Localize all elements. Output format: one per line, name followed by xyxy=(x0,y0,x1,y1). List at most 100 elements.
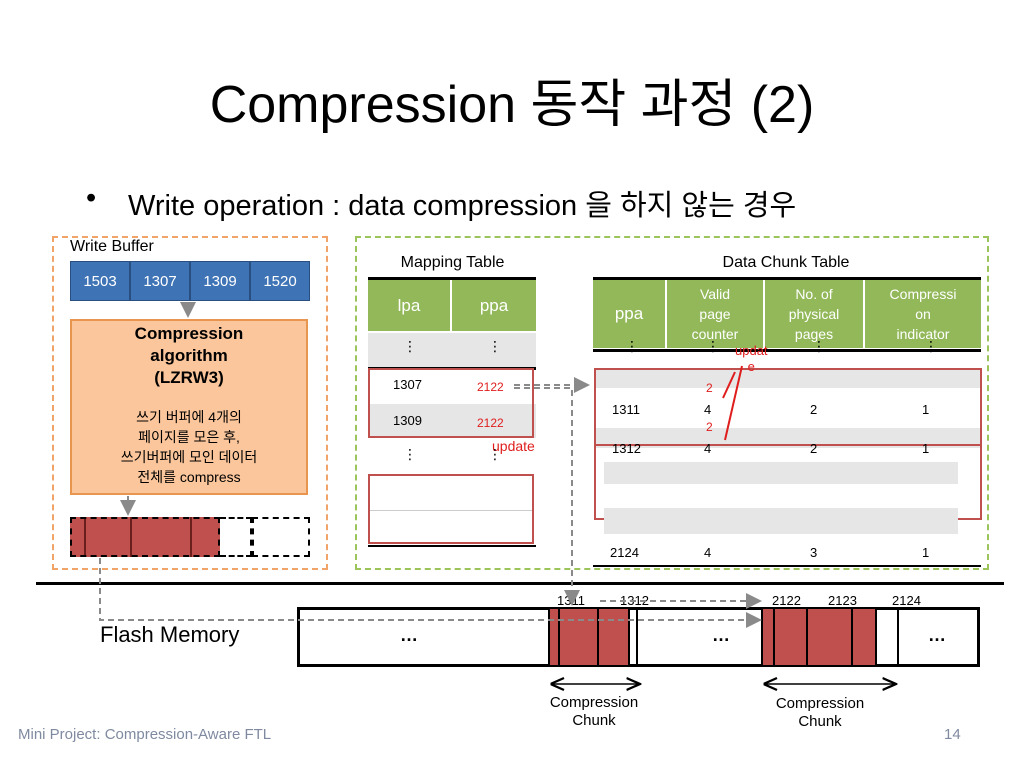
mapping-table-title: Mapping Table xyxy=(400,254,505,271)
flash-divider xyxy=(773,609,775,665)
chunk-header-comp: Compressi on indicator xyxy=(865,280,981,348)
chunk-valid-cell: 4 xyxy=(704,545,712,560)
flash-divider xyxy=(761,607,763,667)
compression-algorithm-box: Compression algorithm (LZRW3) 쓰기 버퍼에 4개의… xyxy=(70,319,308,495)
flash-divider xyxy=(548,607,550,667)
write-buffer-cell: 1503 xyxy=(70,261,130,301)
empty-block xyxy=(220,517,252,557)
flash-memory-bar xyxy=(297,607,980,667)
ellipsis-icon: ⋮ xyxy=(488,446,502,462)
chunk-update-label: updat e xyxy=(735,343,768,375)
flash-address-label: 2123 xyxy=(828,593,857,608)
header-line: counter xyxy=(691,326,739,342)
chunk-comp-cell: 1 xyxy=(922,441,930,456)
bullet-dot-icon: • xyxy=(86,182,97,214)
flash-memory-label: Flash Memory xyxy=(100,622,240,647)
chunk-header-valid: Valid page counter xyxy=(667,280,763,348)
update-line: updat xyxy=(735,343,768,358)
algo-title-line: Compression xyxy=(134,324,244,343)
chunk-label-line: Chunk xyxy=(798,713,842,730)
block-divider xyxy=(190,517,192,557)
mapping-lpa-cell: 1309 xyxy=(393,413,422,428)
chunk-phys-cell: 2 xyxy=(810,402,818,417)
compression-chunk-label: Compression Chunk xyxy=(534,694,654,730)
chunk-label-line: Compression xyxy=(549,694,639,711)
chunk-table-top-rule xyxy=(593,277,981,280)
flash-address-label: 2122 xyxy=(772,593,801,608)
block-divider xyxy=(84,517,86,557)
chunk-phys-cell: 3 xyxy=(810,545,818,560)
empty-block xyxy=(252,517,310,557)
mapping-table-top-rule xyxy=(368,277,536,280)
write-buffer-label: Write Buffer xyxy=(70,238,154,255)
chunk-label-line: Compression xyxy=(775,695,865,712)
mapping-row-ellipsis xyxy=(368,333,536,367)
mapping-ppa-cell: 2122 xyxy=(477,416,504,430)
ellipsis-icon: … xyxy=(400,625,418,645)
header-line: page xyxy=(699,306,731,322)
header-line: indicator xyxy=(896,326,950,342)
arrow-compressed-to-flash xyxy=(99,558,762,628)
chunk-updated-value: 2 xyxy=(706,381,713,395)
algo-desc-line: 쓰기 버퍼에 4개의 xyxy=(136,409,242,425)
algo-desc-line: 페이지를 모은 후, xyxy=(138,429,240,445)
algo-desc-line: 전체를 compress xyxy=(137,469,241,485)
mapping-update-label: update xyxy=(492,438,535,454)
write-buffer-cell: 1309 xyxy=(190,261,250,301)
flash-divider xyxy=(897,607,899,667)
update-mark xyxy=(722,371,736,399)
mapping-lpa-cell: 1307 xyxy=(393,377,422,392)
flash-divider xyxy=(628,607,630,667)
write-buffer-cell: 1520 xyxy=(250,261,310,301)
ellipsis-icon: ⋮ xyxy=(488,338,502,354)
chunk-comp-cell: 1 xyxy=(922,402,930,417)
chunk-ppa-cell: 2124 xyxy=(610,545,639,560)
mapping-row-line xyxy=(370,510,532,511)
update-line: e xyxy=(747,359,755,374)
chunk-header-phys: No. of physical pages xyxy=(765,280,863,348)
flash-address-label: 2124 xyxy=(892,593,921,608)
algo-desc-line: 쓰기버퍼에 모인 데이터 xyxy=(120,449,258,465)
ellipsis-icon: … xyxy=(928,625,946,645)
chunk-row-stripe xyxy=(596,428,980,448)
compressed-block-outline xyxy=(70,517,220,557)
ellipsis-icon: ⋮ xyxy=(625,338,639,354)
chunk-valid-cell: 4 xyxy=(704,402,712,417)
chunk-ppa-cell: 1311 xyxy=(612,402,640,417)
chunk-ppa-cell: 1312 xyxy=(612,441,641,456)
chunk-header-rule xyxy=(593,349,981,352)
compressed-data-block xyxy=(70,517,220,557)
chunk-label-line: Chunk xyxy=(572,712,616,729)
header-line: Valid xyxy=(699,286,731,302)
chunk-row-stripe xyxy=(604,462,958,484)
flash-chunk-2122 xyxy=(763,609,875,665)
ellipsis-icon: ⋮ xyxy=(403,338,417,354)
ellipsis-icon: ⋮ xyxy=(924,338,938,354)
mapping-header-lpa: lpa xyxy=(368,280,450,331)
chunk-updated-value: 2 xyxy=(706,420,713,434)
chunk-phys-cell: 2 xyxy=(810,441,818,456)
flash-divider xyxy=(875,607,877,667)
chunk-row-stripe xyxy=(604,508,958,534)
flash-divider xyxy=(597,609,599,665)
block-divider xyxy=(130,517,132,557)
arrow-chunk-to-flash xyxy=(514,387,580,606)
write-buffer-region xyxy=(52,236,328,570)
mapping-empty-rows xyxy=(368,474,534,544)
flash-divider xyxy=(636,607,638,667)
mapping-ppa-cell: 2122 xyxy=(477,380,504,394)
chunk-row-stripe xyxy=(596,370,980,388)
header-line: physical xyxy=(788,306,840,322)
flash-chunk-1311 xyxy=(550,609,630,665)
ellipsis-icon: ⋮ xyxy=(812,338,826,354)
flash-separator-line xyxy=(36,582,1004,585)
algo-title-line: (LZRW3) xyxy=(154,368,224,387)
page-number: 14 xyxy=(944,726,961,743)
header-line: on xyxy=(915,306,931,322)
update-mark xyxy=(724,365,743,441)
footer-text: Mini Project: Compression-Aware FTL xyxy=(18,726,272,743)
header-line: pages xyxy=(794,326,834,342)
mapping-updated-rows xyxy=(368,368,534,438)
ellipsis-icon: ⋮ xyxy=(403,446,417,462)
header-line: Compressi xyxy=(889,286,957,302)
